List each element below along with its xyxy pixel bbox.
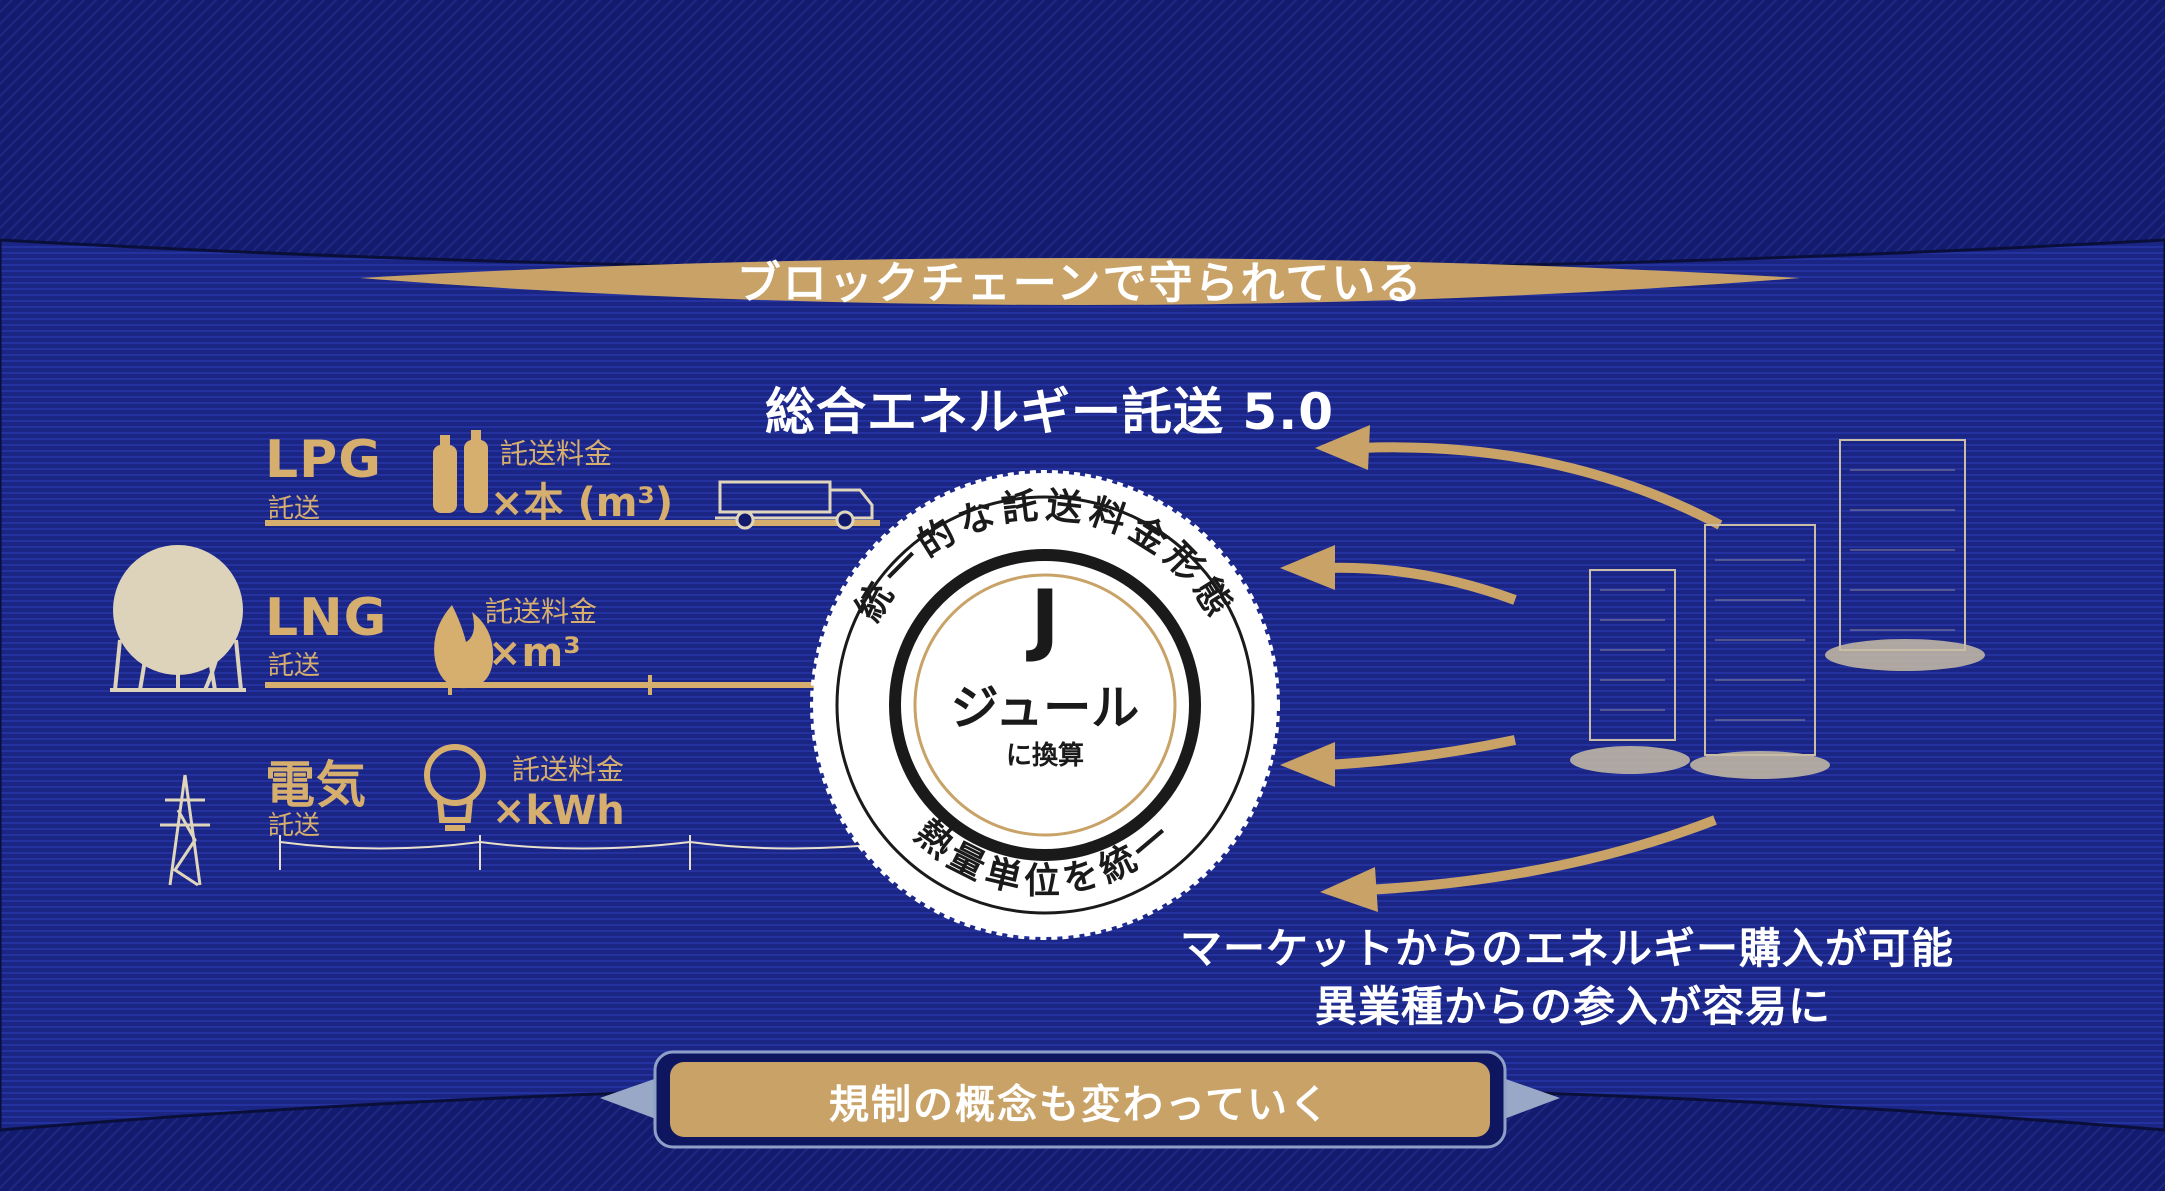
- svg-text:熱量単位を統一: 熱量単位を統一: [907, 812, 1183, 901]
- electricity-label: 電気: [265, 756, 367, 814]
- bottom-banner-text: 規制の概念も変わっていく: [829, 1082, 1331, 1128]
- seal-ring-bottom-text: 熱量単位を統一: [907, 812, 1177, 901]
- lng-sub-label: 託送: [268, 651, 321, 681]
- lng-label: LNG: [265, 588, 388, 648]
- lpg-label: LPG: [265, 430, 382, 490]
- pylon-icon: [160, 774, 210, 887]
- light-bulb-icon: [424, 744, 486, 831]
- lng-tank-icon: [110, 545, 246, 692]
- buildings-icon: [1570, 439, 1985, 779]
- lng-fee-label: 託送料金: [485, 595, 598, 628]
- truck-icon: [715, 480, 874, 530]
- market-text-line-1: マーケットからのエネルギー購入が可能: [1180, 924, 1955, 973]
- electricity-sub-label: 託送: [268, 811, 321, 841]
- joule-seal: [810, 470, 1280, 940]
- lpg-unit: ×本 (m³): [490, 480, 674, 526]
- lng-unit: ×m³: [488, 630, 581, 676]
- lpg-sub-label: 託送: [268, 494, 321, 524]
- gas-cylinder-icon: [433, 430, 488, 513]
- arrows: [1324, 442, 1723, 895]
- lpg-fee-label: 託送料金: [500, 437, 613, 470]
- seal-letter: J: [1030, 575, 1060, 665]
- arrow-heads: [1280, 425, 1378, 912]
- top-banner: [360, 258, 1800, 305]
- electricity-unit: ×kWh: [492, 788, 625, 834]
- electricity-fee-label: 託送料金: [512, 753, 625, 786]
- top-banner-text: ブロックチェーンで守られている: [736, 258, 1424, 309]
- flame-icon: [434, 605, 494, 689]
- main-title: 総合エネルギー託送 5.0: [765, 383, 1334, 441]
- bottom-banner: [600, 1050, 1560, 1149]
- market-text-line-2: 異業種からの参入が容易に: [1315, 982, 1832, 1031]
- seal-unit-name: ジュール: [950, 680, 1140, 736]
- seal-sub-text: に換算: [1005, 741, 1084, 771]
